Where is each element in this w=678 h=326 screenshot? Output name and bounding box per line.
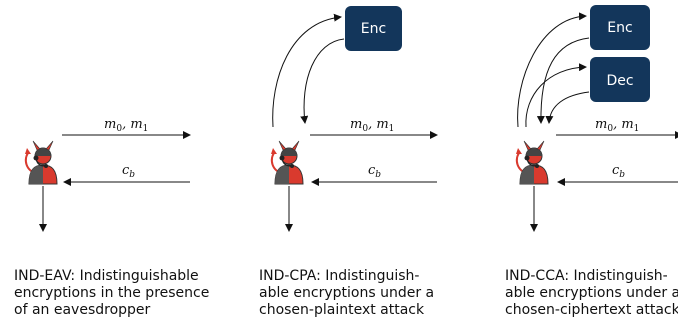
caption-line: IND-CCA: Indistinguish-	[505, 268, 668, 284]
caption-ind-cpa: IND-CPA: Indistinguish- able encryptions…	[259, 268, 434, 319]
caption-line: chosen-ciphertext attack	[505, 302, 678, 318]
caption-line: able encryptions under a	[259, 285, 435, 301]
devil-adversary-icon	[270, 140, 304, 185]
caption-line: encryptions in the presence	[14, 285, 210, 301]
caption-line: IND-CPA: Indistinguish-	[259, 268, 420, 284]
enc-oracle-label: Enc	[607, 20, 632, 36]
dec-oracle-label: Dec	[606, 73, 633, 89]
enc-query-arrow	[517, 12, 587, 128]
dec-response-arrow	[545, 91, 590, 124]
caption-ind-cca: IND-CCA: Indistinguish- able encryptions…	[505, 268, 678, 319]
messages-label: m0, m1	[350, 117, 394, 134]
ciphertext-label: cb	[122, 163, 135, 180]
enc-oracle-box	[345, 6, 402, 51]
ciphertext-label: cb	[368, 163, 381, 180]
caption-line: able encryptions under a	[505, 285, 678, 301]
devil-adversary-icon	[24, 140, 58, 185]
panel-ind-cca: m0, m1 cb Enc Dec	[515, 5, 678, 232]
caption-line: chosen-plaintext attack	[259, 302, 425, 318]
enc-oracle-box	[590, 5, 650, 50]
panel-ind-cpa: m0, m1 cb Enc	[270, 6, 438, 232]
oracle-query-arrow	[272, 13, 342, 128]
enc-oracle-label: Enc	[361, 21, 386, 37]
dec-oracle-box	[590, 57, 650, 102]
caption-line: of an eavesdropper	[14, 302, 151, 318]
messages-label: m0, m1	[104, 117, 148, 134]
enc-response-arrow	[536, 37, 590, 124]
panel-ind-eav: m0, m1 cb	[24, 117, 191, 232]
caption-line: IND-EAV: Indistinguishable	[14, 268, 199, 284]
caption-ind-eav: IND-EAV: Indistinguishable encryptions i…	[14, 268, 209, 319]
messages-label: m0, m1	[595, 117, 639, 134]
dec-query-arrow	[525, 63, 587, 128]
ciphertext-label: cb	[612, 163, 625, 180]
oracle-response-arrow	[300, 38, 345, 124]
devil-adversary-icon	[515, 140, 549, 185]
